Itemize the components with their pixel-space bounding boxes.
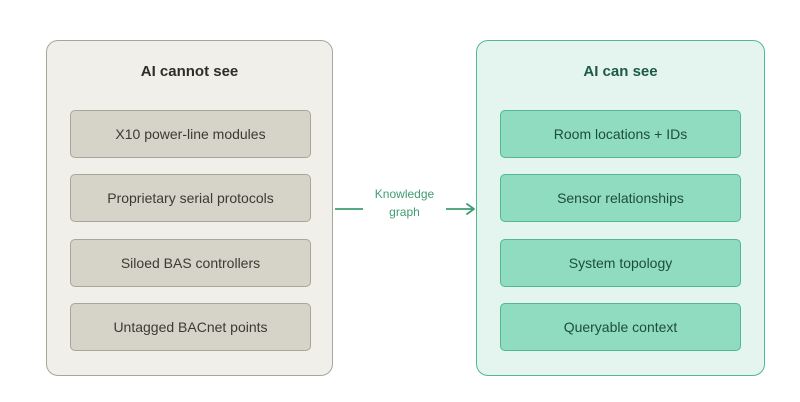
- knowledge-graph-connector: Knowledge graph: [333, 175, 476, 235]
- ai-can-see-panel: AI can see Room locations + IDs Sensor r…: [476, 40, 765, 376]
- right-item-queryable-context: Queryable context: [500, 303, 741, 351]
- ai-cannot-see-panel: AI cannot see X10 power-line modules Pro…: [46, 40, 333, 376]
- left-item-serial-protocols: Proprietary serial protocols: [70, 174, 311, 222]
- right-item-sensor-relationships: Sensor relationships: [500, 174, 741, 222]
- left-item-bacnet-points: Untagged BACnet points: [70, 303, 311, 351]
- ai-can-see-title: AI can see: [583, 63, 658, 80]
- right-item-room-locations: Room locations + IDs: [500, 110, 741, 158]
- knowledge-graph-label-line2: graph: [389, 205, 420, 219]
- knowledge-graph-label-line1: Knowledge: [374, 187, 435, 201]
- right-item-system-topology: System topology: [500, 239, 741, 287]
- knowledge-graph-label: Knowledge graph: [363, 185, 446, 221]
- left-item-x10-modules: X10 power-line modules: [70, 110, 311, 158]
- ai-cannot-see-title: AI cannot see: [140, 63, 239, 80]
- left-item-bas-controllers: Siloed BAS controllers: [70, 239, 311, 287]
